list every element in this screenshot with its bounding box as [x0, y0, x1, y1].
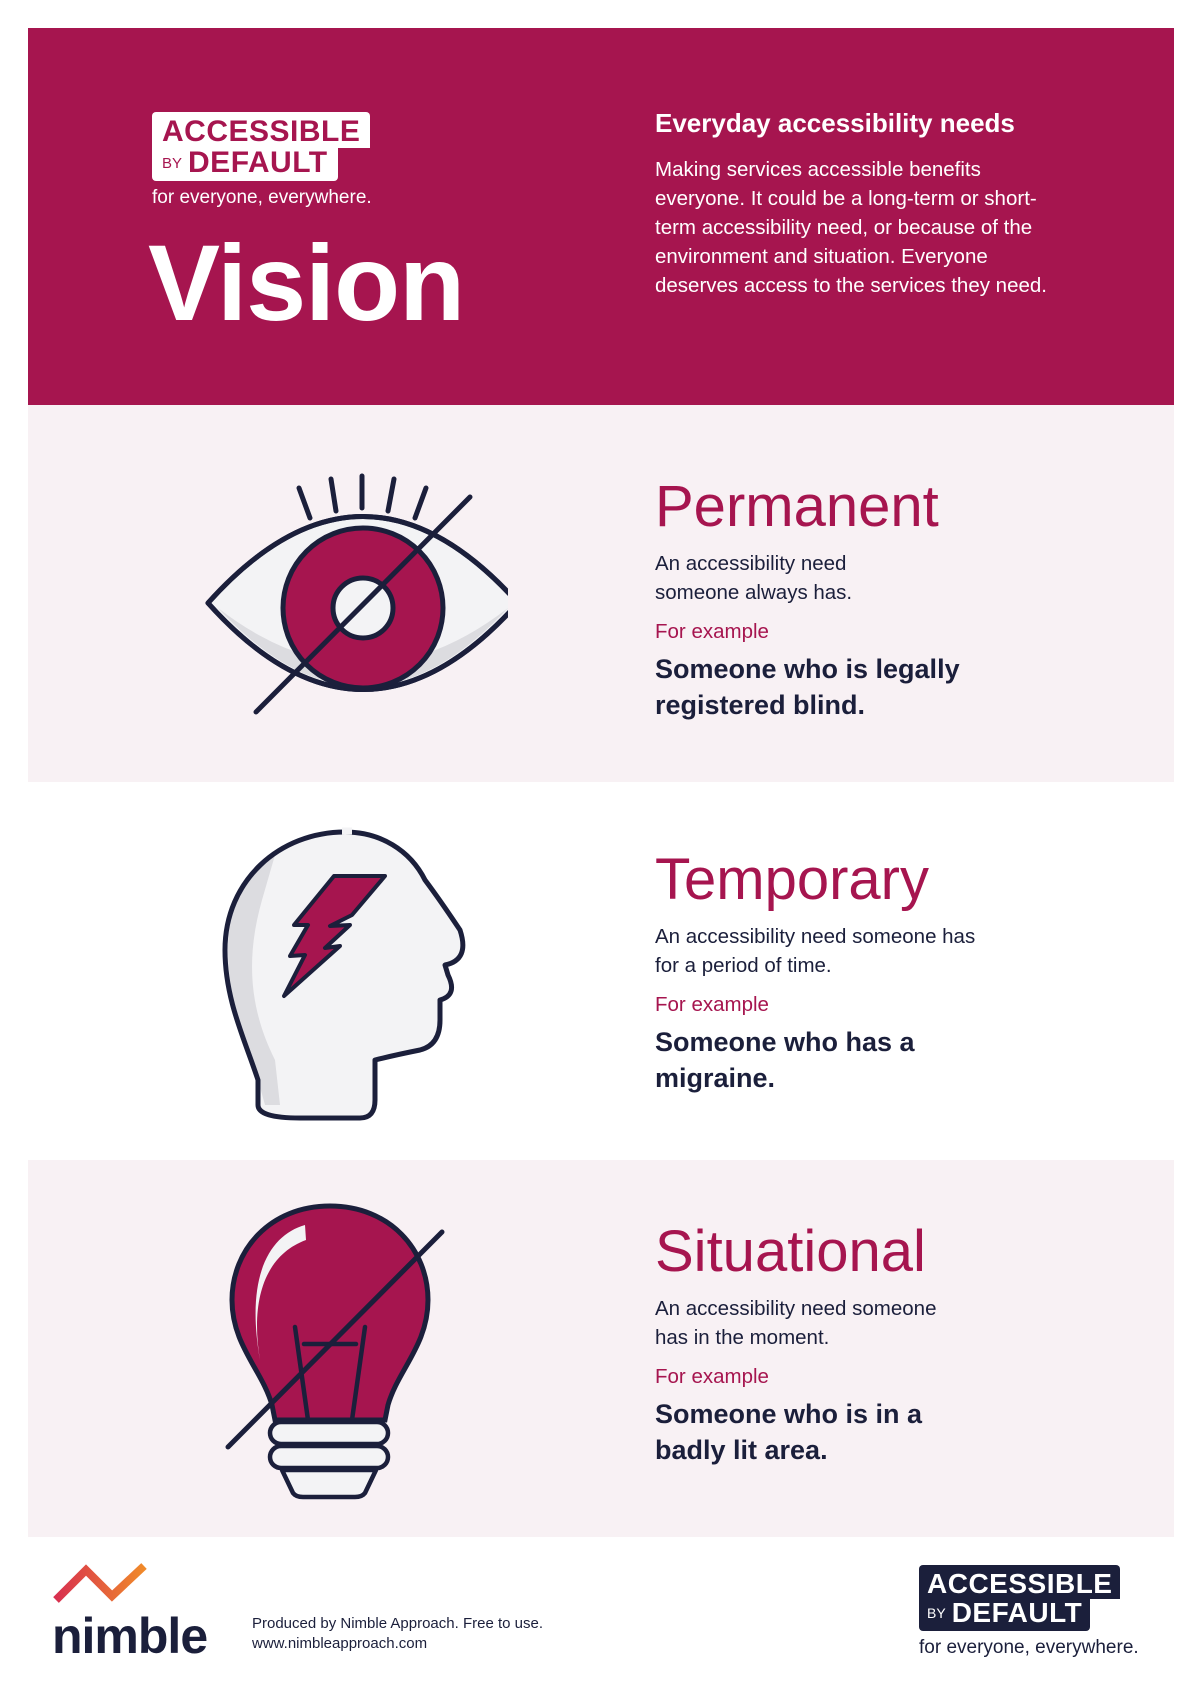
- example-text: Someone who has a migraine.: [655, 1027, 915, 1093]
- page-title: Vision: [148, 222, 465, 343]
- intro-heading: Everyday accessibility needs: [655, 108, 1015, 138]
- situational-text: Situational An accessibility need someon…: [655, 1220, 975, 1468]
- section-description: An accessibility need someone has for a …: [655, 925, 976, 977]
- badge-line2: DEFAULT: [951, 1597, 1083, 1628]
- for-example-label: For example: [655, 620, 769, 643]
- eye-crossed-icon: [205, 473, 508, 715]
- section-situational: Situational An accessibility need someon…: [28, 1160, 1174, 1537]
- footer-accessible-by-default-badge: ACCESSIBLE BY DEFAULT for everyone, every…: [919, 1565, 1139, 1659]
- section-description: An accessibility need someone always has…: [655, 552, 853, 604]
- for-example-label: For example: [655, 993, 769, 1016]
- footer-credits: Produced by Nimble Approach. Free to use…: [252, 1614, 543, 1654]
- section-description: An accessibility need someone has in the…: [655, 1297, 937, 1349]
- temporary-text: Temporary An accessibility need someone …: [655, 848, 995, 1096]
- badge-line1: ACCESSIBLE: [927, 1568, 1113, 1599]
- nimble-wordmark: nimble: [52, 1608, 208, 1664]
- example-text: Someone who is in a badly lit area.: [655, 1399, 923, 1465]
- badge-tagline: for everyone, everywhere.: [152, 187, 372, 208]
- badge-by: BY: [927, 1605, 946, 1621]
- section-title: Permanent: [655, 474, 939, 539]
- website-link[interactable]: www.nimbleapproach.com: [252, 1635, 428, 1652]
- permanent-text: Permanent An accessibility need someone …: [655, 475, 1015, 723]
- section-temporary: Temporary An accessibility need someone …: [28, 782, 1174, 1160]
- badge-line2: DEFAULT: [188, 146, 328, 179]
- lightbulb-crossed-icon: [225, 1203, 445, 1500]
- hero-banner: ACCESSIBLE BY DEFAULT for everyone, every…: [28, 28, 1174, 405]
- example-text: Someone who is legally registered blind.: [655, 654, 960, 720]
- badge-tagline: for everyone, everywhere.: [919, 1637, 1139, 1658]
- produced-by-text: Produced by Nimble Approach. Free to use…: [252, 1615, 543, 1632]
- nimble-logo[interactable]: nimble: [52, 1560, 208, 1664]
- section-permanent: Permanent An accessibility need someone …: [28, 405, 1174, 782]
- nimble-chevron-icon: [53, 1563, 147, 1603]
- head-lightning-icon: [222, 827, 466, 1121]
- for-example-label: For example: [655, 1365, 769, 1388]
- section-title: Temporary: [655, 847, 929, 912]
- badge-line1: ACCESSIBLE: [162, 115, 361, 148]
- accessible-by-default-badge: ACCESSIBLE BY DEFAULT for everyone, every…: [152, 112, 372, 209]
- intro-body: Making services accessible benefits ever…: [655, 158, 1047, 297]
- section-title: Situational: [655, 1219, 926, 1284]
- badge-by: BY: [162, 155, 183, 172]
- intro-block: Everyday accessibility needs Making serv…: [655, 108, 1075, 300]
